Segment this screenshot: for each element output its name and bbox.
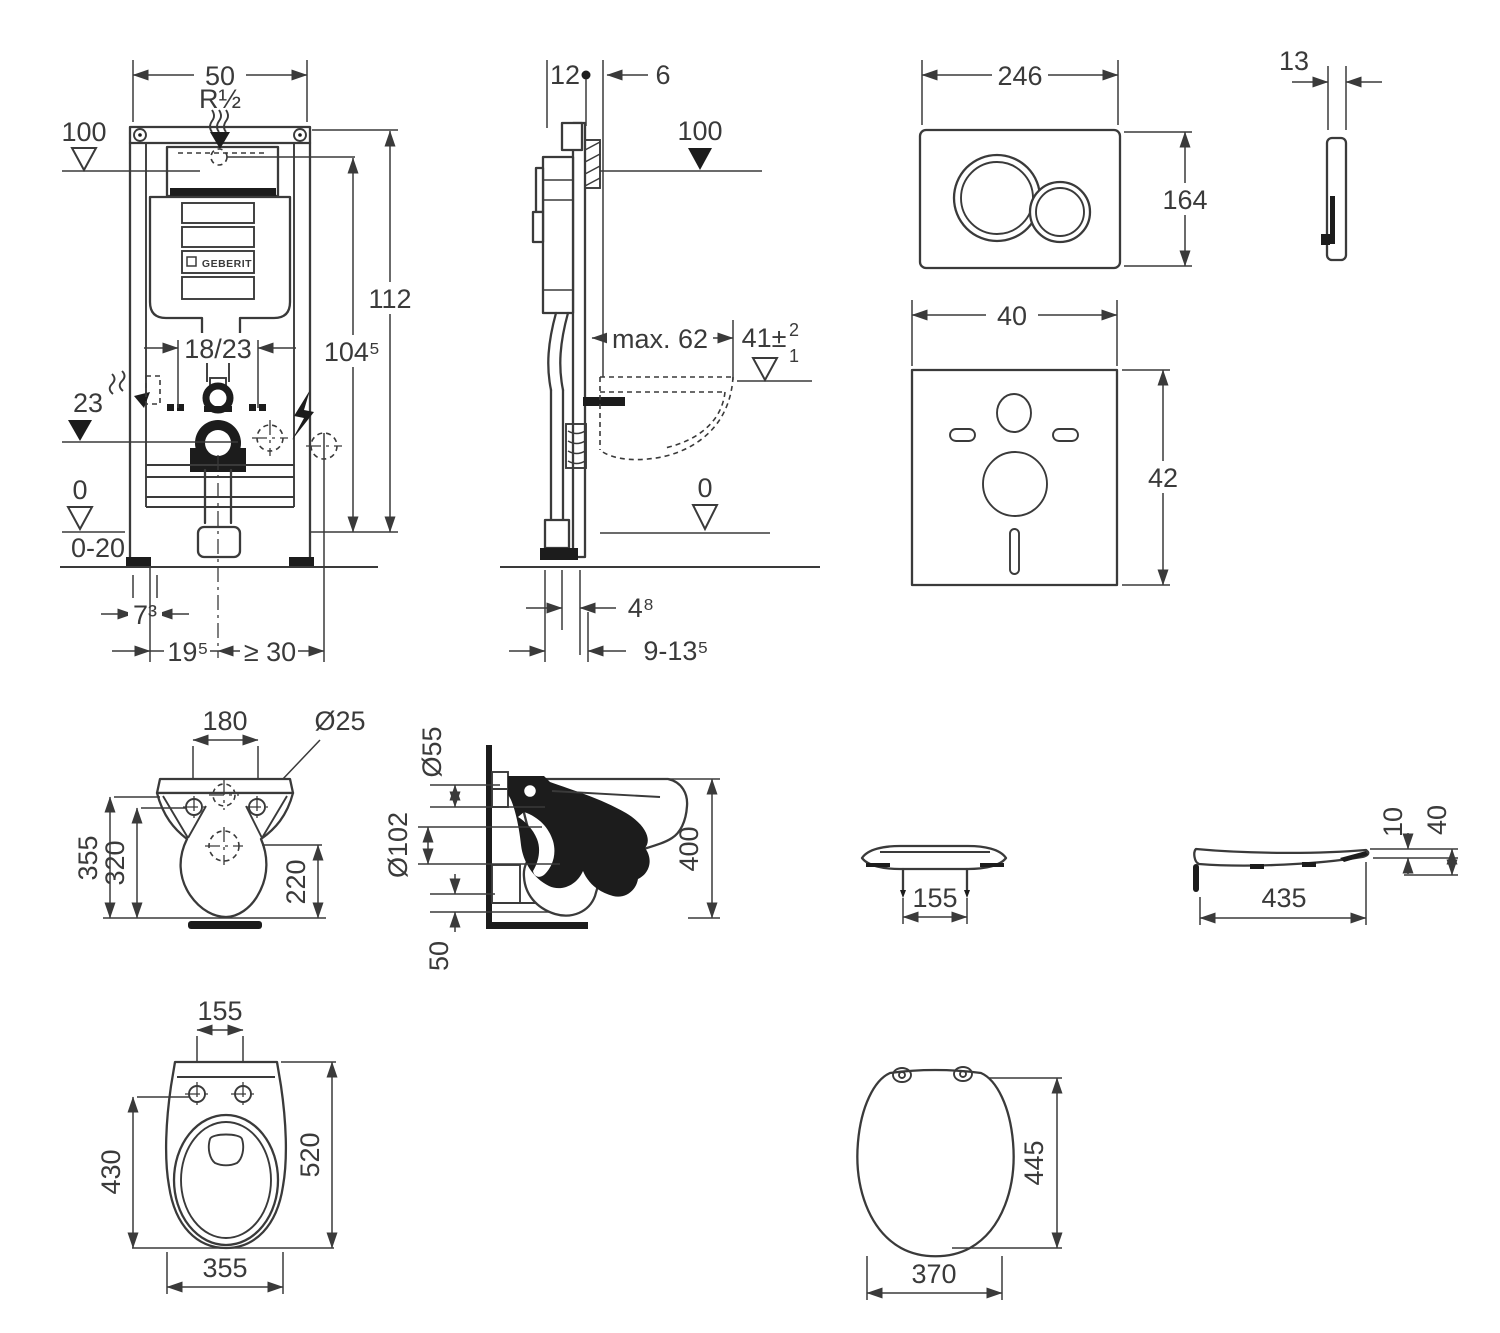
- dim-supply-thread-label: R½: [199, 84, 241, 114]
- figure-flush-plate-side: 13: [1279, 46, 1382, 262]
- dim-panel-thickness-label: 4⁸: [628, 593, 654, 623]
- dim-rod-spacing-label: 18/23: [184, 334, 252, 364]
- figure-seat-front: 155: [860, 844, 1008, 924]
- dim-bowl-height-outlet-label: 220: [281, 859, 311, 904]
- dim-side-clearance-label: ≥ 30: [244, 637, 296, 667]
- dim-bowl-height-inner-label: 320: [100, 840, 130, 885]
- dim-bowltop-hole-spacing-label: 155: [197, 996, 242, 1026]
- dim-bowl-hole-dia-label: Ø25: [314, 706, 365, 736]
- figure-sound-insulation-mat: 40 42: [910, 299, 1189, 587]
- dim-bowltop-width-label: 355: [202, 1253, 247, 1283]
- dim-supply-height-label: 104⁵: [324, 337, 380, 367]
- logo-checkbox-icon: [186, 256, 197, 267]
- floor-range-label: 0-20: [71, 533, 125, 563]
- level-100-label: 100: [61, 117, 106, 147]
- dim-tolerance-plus-label: 2: [789, 320, 799, 340]
- dim-bowl-height-total-label: 355: [73, 835, 103, 880]
- dim-mat-height-label: 42: [1148, 463, 1178, 493]
- dim-bowltop-length-label: 520: [295, 1132, 325, 1177]
- bowl-section-fill: [508, 776, 650, 897]
- dim-seat-height-label: 40: [1422, 805, 1452, 835]
- dim-finish-range-label: 9-13⁵: [643, 636, 708, 666]
- figure-seat-top: 445 370: [856, 1066, 1063, 1300]
- seat-profile-side: [1193, 847, 1370, 867]
- dim-wall-gap-label: 6: [655, 60, 670, 90]
- frame-foot-left: [126, 557, 151, 567]
- dim-frame-depth-label: 12: [550, 60, 580, 90]
- dim-bowl-hole-spacing-label: 180: [202, 706, 247, 736]
- dim-tolerance-minus-label: 1: [789, 346, 799, 366]
- dim-bowltop-inner-label: 430: [96, 1149, 126, 1194]
- bowl-opening: [172, 1113, 280, 1247]
- dim-bowl-depth-label: 400: [674, 826, 704, 871]
- brand-logo: GEBERIT: [202, 258, 252, 270]
- electric-bolt-icon: [292, 390, 314, 440]
- seat-hinge-right: [953, 1066, 973, 1082]
- dim-frame-height-label: 112: [368, 284, 411, 314]
- dim-max-depth-label: max. 62: [612, 324, 708, 354]
- dim-plate-height-label: 164: [1162, 185, 1207, 215]
- dim-seat-length-label: 435: [1261, 883, 1306, 913]
- figure-flush-plate-front: 246 164: [918, 59, 1214, 270]
- wall-line: [486, 745, 492, 922]
- insulation-mat: [910, 368, 1119, 587]
- water-supply-icon: [209, 109, 215, 133]
- figure-cistern-frame-front: GEBERIT: [60, 59, 418, 667]
- frame-foot-right: [289, 557, 314, 567]
- figure-bowl-top: 155 430 520 355: [96, 996, 338, 1294]
- level-23-label: 23: [73, 388, 103, 418]
- dim-seattop-width-label: 370: [911, 1259, 956, 1289]
- figure-cistern-frame-side: 12 6 100 max. 62 41± 2 1 0 4⁸ 9-13⁵: [500, 60, 820, 666]
- level-0-label: 0: [72, 475, 87, 505]
- dim-outlet-dia-label: Ø102: [383, 812, 413, 878]
- dim-lid-thickness-label: 10: [1378, 807, 1408, 837]
- bowl-mounting-plate: [155, 777, 295, 795]
- figure-bowl-front: 180 Ø25 355 320 220: [73, 706, 366, 929]
- seat-hinge-left: [892, 1067, 912, 1083]
- small-flush-button: [1028, 180, 1092, 244]
- flex-sleeve: [565, 423, 587, 469]
- level-0-side-label: 0: [697, 473, 712, 503]
- fixing-hole: [521, 782, 539, 800]
- flush-plate: [918, 128, 1122, 270]
- dim-plate-thickness-label: 13: [1279, 46, 1309, 76]
- dim-bowl-height-label: 41±: [742, 323, 787, 353]
- bowl-body-front: [155, 791, 295, 919]
- dim-outlet-offset-label: 19⁵: [167, 637, 208, 667]
- flow-arrow-icon: [108, 373, 116, 395]
- seat-outline-top: [856, 1068, 1015, 1258]
- dim-flange-height-label: 50: [424, 941, 454, 971]
- level-filled-triangle-icon: [68, 420, 92, 441]
- mat-outlet-hole: [982, 451, 1048, 517]
- dim-plate-width-label: 246: [997, 61, 1042, 91]
- frame-upright: [571, 121, 587, 559]
- floor-line: [486, 922, 588, 929]
- dim-frame-width-label: 50: [205, 61, 235, 91]
- dim-inlet-dia-label: Ø55: [417, 726, 447, 777]
- figure-seat-side: 10 40 435: [1193, 805, 1458, 925]
- dim-mat-width-label: 40: [997, 301, 1027, 331]
- bowl-mounting-flange: [583, 397, 625, 406]
- dim-seat-hinge-spacing-label: 155: [912, 883, 957, 913]
- cistern-side: [541, 155, 575, 315]
- seat-bumper-pin: [1193, 864, 1199, 892]
- level-open-triangle-icon: [70, 147, 98, 173]
- dim-foot-width-label: 7³: [133, 600, 157, 630]
- level-100-side-label: 100: [677, 116, 722, 146]
- dim-seattop-length-label: 445: [1019, 1140, 1049, 1185]
- figure-bowl-side: Ø55 Ø102 400 50: [383, 726, 720, 971]
